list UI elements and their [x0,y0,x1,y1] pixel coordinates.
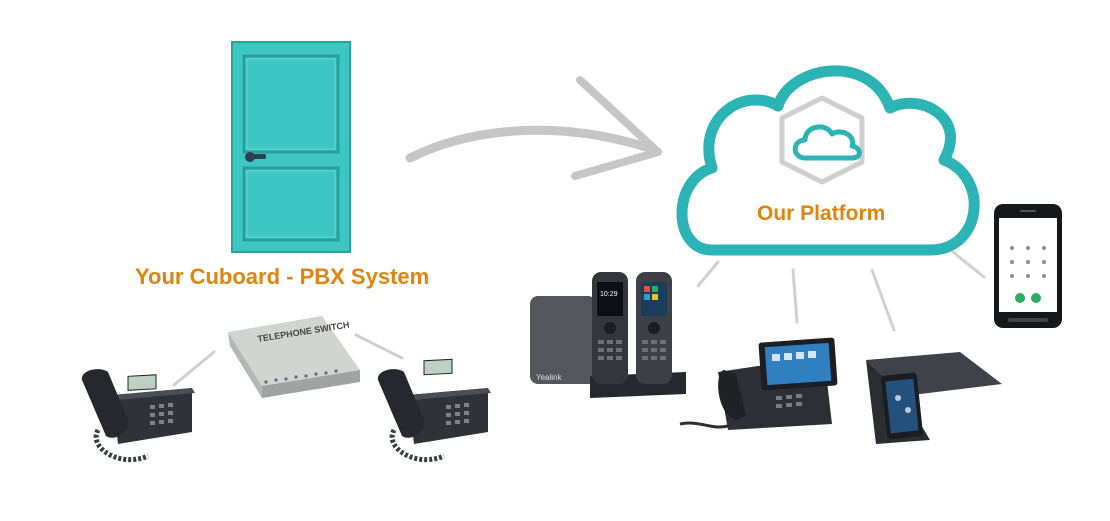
dect-phone-icon: Yealink 10:29 [530,272,686,398]
video-phone-icon [679,337,838,430]
desk-phone-icon [377,358,491,463]
conference-phone-icon [866,352,1002,444]
connector-lines [172,250,986,387]
desk-phone-icon [81,369,195,463]
smartphone-icon [994,204,1062,328]
arrow-icon [405,76,662,180]
door-icon [231,41,351,253]
pbx-system-label: Your Cuboard - PBX System [135,264,430,289]
handset-time: 10:29 [600,291,618,298]
brand-label: Yealink [536,373,563,382]
hexagon-cloud-icon [779,95,865,185]
platform-label: Our Platform [757,202,886,225]
telephone-switch-icon: TELEPHONE SWITCH [228,316,360,398]
